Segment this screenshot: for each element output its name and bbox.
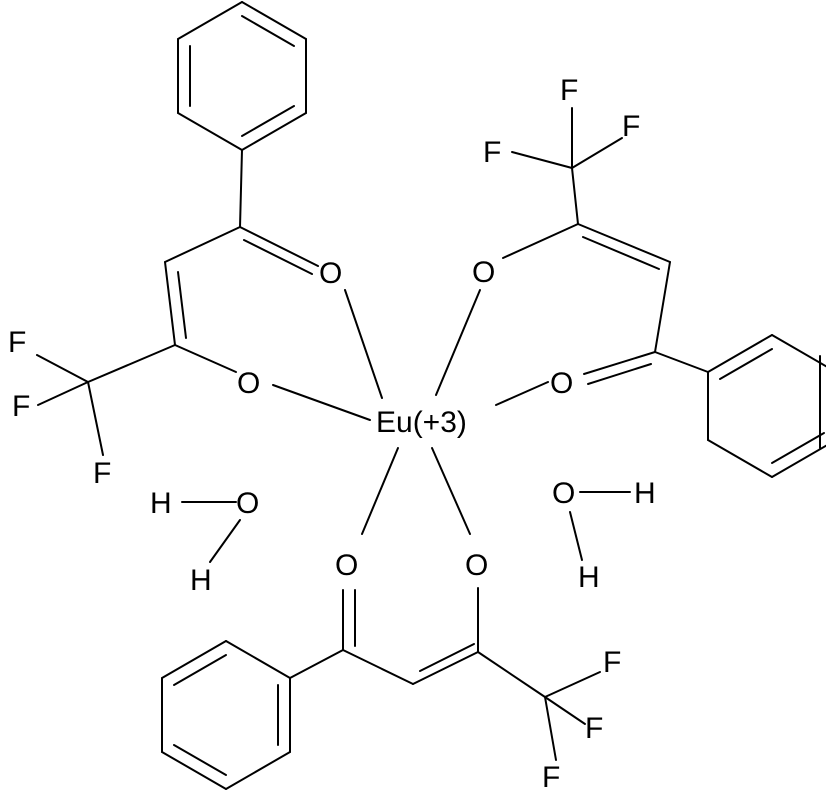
phenyl-ring-upper-left: [177, 1, 307, 151]
atom-o-enolate-a: O: [237, 367, 260, 400]
atom-f2-a: F: [12, 390, 30, 423]
bond-carbonyl-a-2: [243, 239, 313, 275]
bond-c-f3-b: [511, 151, 573, 169]
atom-h2-water-right: H: [578, 561, 600, 594]
phenyl-ring-bottom: [161, 640, 291, 790]
bond-c-f2-a: [37, 381, 89, 406]
bond-c-f1-c: [544, 671, 601, 698]
metal-center-label: Eu(+3): [376, 406, 467, 439]
ligand-upper-left: O O F F F: [8, 1, 342, 490]
atom-f3-a: F: [93, 457, 111, 490]
bond-ch-ca-b: [654, 261, 671, 353]
bond-cb-ch-b-1: [577, 223, 671, 263]
atom-o-carbonyl-c: O: [335, 549, 358, 582]
coordination-bonds: [272, 289, 549, 535]
bond-cf3-cb: [571, 167, 579, 225]
water-left: H O H: [150, 487, 259, 597]
bond-c-f2-b: [571, 137, 623, 169]
atom-h1-water-left: H: [150, 487, 172, 520]
bond-carbonyl-ring-b: [654, 351, 709, 373]
water-right: O H H: [552, 477, 656, 594]
atom-o-water-right: O: [552, 477, 575, 510]
bond-ca-ch: [164, 226, 241, 263]
bond-cb-ch-b-2: [582, 236, 660, 270]
phenyl-ring-right: [707, 334, 826, 478]
atom-h2-water-left: H: [190, 564, 212, 597]
atom-o-carbonyl-b: O: [550, 367, 573, 400]
bond-ch-cb-2: [177, 271, 187, 339]
bond-c-f1-a: [36, 354, 89, 383]
bond-ch-cb-c-2: [419, 643, 475, 672]
atom-f1-c: F: [603, 646, 621, 679]
atom-f2-c: F: [585, 712, 603, 745]
bond-ca-ring-c: [289, 649, 344, 679]
bond-ch-cb-1: [164, 261, 176, 346]
bond-cb-cf3: [87, 344, 176, 383]
atom-f3-b: F: [483, 136, 501, 169]
bond-ca-ch-c: [342, 649, 414, 685]
atom-f1-a: F: [8, 326, 26, 359]
ligand-right: F F F O O: [472, 74, 826, 478]
atom-f1-b: F: [560, 74, 578, 107]
bond-cb-cf3-c: [477, 651, 546, 698]
bond-c-f2-c: [544, 696, 586, 725]
bond-c-f3-c: [544, 696, 557, 761]
atom-o-carbonyl-a: O: [319, 257, 342, 290]
atom-o-water-left: O: [236, 487, 259, 520]
bond-cb-o-b: [502, 223, 579, 259]
atom-f3-c: F: [542, 761, 560, 792]
bond-c-f3-a: [87, 381, 104, 456]
atom-o-enolate-b: O: [472, 256, 495, 289]
atom-o-enolate-c: O: [465, 549, 488, 582]
bond-carbonyl-b-2: [587, 363, 652, 385]
bond-cb-o: [174, 344, 237, 373]
bond-carbonyl-a-1: [239, 226, 319, 267]
atom-h1-water-right: H: [634, 477, 656, 510]
atom-f2-b: F: [622, 110, 640, 143]
bond-ch-cb-c-1: [412, 651, 479, 685]
bond-carbonyl-b-1: [583, 351, 656, 375]
bond-ring-carbonyl-a: [239, 149, 243, 228]
ligand-bottom: O O F F F: [161, 549, 621, 792]
